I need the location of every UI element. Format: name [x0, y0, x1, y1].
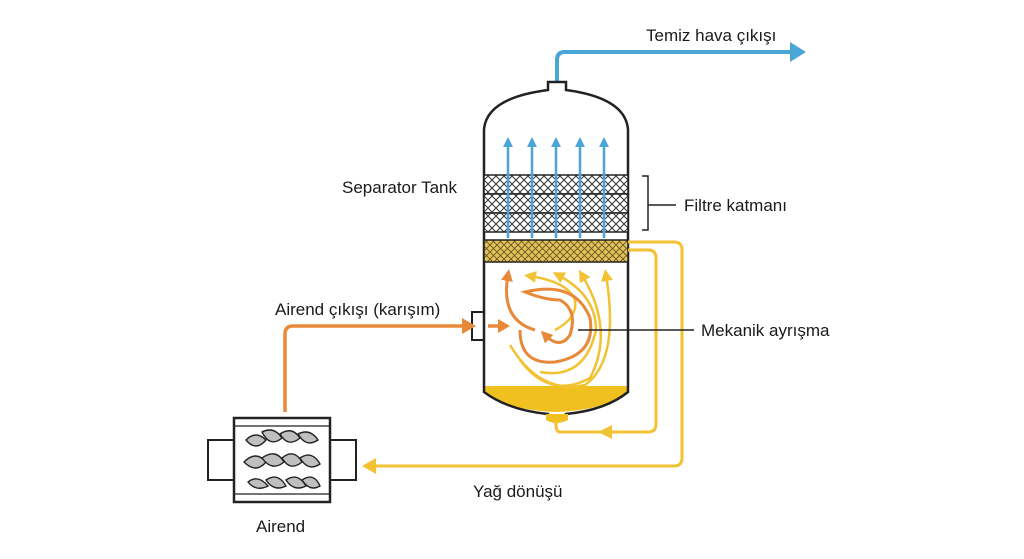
airend-outlet-label: Airend çıkışı (karışım)	[275, 300, 441, 319]
airend-outlet-pipe	[283, 324, 462, 412]
mixture-swirl-2	[518, 287, 593, 364]
oil-return-loop-outer	[372, 240, 684, 468]
oil-pool	[484, 386, 628, 412]
clean-air-arrows	[503, 137, 609, 238]
airend-right-flange	[327, 439, 357, 481]
oil-swirl-2	[519, 269, 602, 387]
oil-return-inner-arrowhead	[598, 425, 612, 439]
separator-tank-label: Separator Tank	[342, 178, 457, 197]
mixture-inlet-arrowhead	[498, 319, 510, 333]
clean-air-outlet-pipe	[555, 50, 795, 82]
filter-bracket	[642, 175, 649, 231]
clean-air-outlet-label: Temiz hava çıkışı	[646, 26, 777, 45]
oil-return-loop-inner	[554, 248, 658, 434]
airend-left-flange	[207, 439, 237, 481]
airend-unit	[207, 416, 357, 504]
clean-air-outlet-arrowhead	[790, 42, 806, 62]
oil-drain-nozzle	[546, 414, 568, 423]
mechanical-separation-label: Mekanik ayrışma	[701, 321, 830, 340]
oil-return-label: Yağ dönüşü	[473, 482, 563, 501]
oil-return-arrowhead	[362, 458, 376, 474]
oil-swirl-4	[524, 271, 577, 332]
filter-layer-label: Filtre katmanı	[684, 196, 787, 215]
airend-screw-rotors	[243, 429, 321, 489]
airend-label: Airend	[256, 517, 306, 536]
coalescer-layer	[483, 239, 629, 263]
airend-outlet-arrowhead	[462, 318, 476, 334]
mixture-swirls	[501, 269, 593, 364]
mixture-swirl-1	[501, 269, 536, 332]
